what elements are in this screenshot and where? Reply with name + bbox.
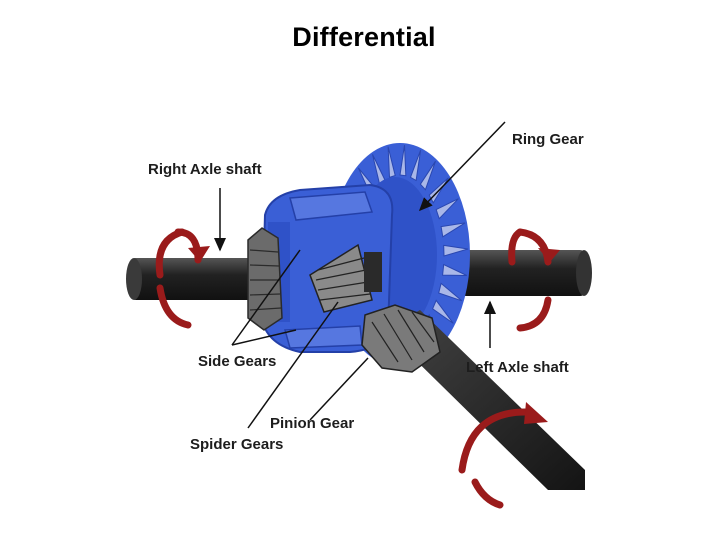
label-left-axle-shaft: Left Axle shaft <box>466 359 569 376</box>
side-gear-left <box>247 227 283 331</box>
ring-gear-tooth <box>409 150 422 182</box>
label-side-gears: Side Gears <box>198 353 276 370</box>
page-title: Differential <box>292 22 436 52</box>
ring-gear-tooth <box>431 299 454 324</box>
rotation-arrow-right-axle <box>155 228 210 329</box>
ring-gear-tooth <box>443 244 469 257</box>
ring-gear-tooth <box>442 263 468 276</box>
pointer-pinion-gear <box>309 357 369 421</box>
pointer-side-gear-b <box>231 329 297 346</box>
pointer-ring-gear <box>418 121 506 212</box>
ring-gear-tooth <box>419 160 436 191</box>
spider-gear <box>309 243 382 313</box>
ring-gear-tooth <box>387 146 396 178</box>
label-pinion-gear: Pinion Gear <box>270 415 354 432</box>
ring-gear-tooth <box>399 145 407 177</box>
right-axle-shaft <box>126 258 280 300</box>
ring-gear-tooth <box>435 198 459 220</box>
rotation-arrow-pinion <box>458 402 548 509</box>
ring-gear-tooth <box>440 222 466 238</box>
rotation-arrow-left-axle <box>508 228 560 332</box>
label-spider-gears: Spider Gears <box>190 436 283 453</box>
ring-gear-tooth <box>438 282 463 302</box>
label-ring-gear: Ring Gear <box>512 131 584 148</box>
left-axle-shaft <box>460 250 592 296</box>
pinion-gear <box>361 304 441 373</box>
pointer-side-gear-a <box>231 249 301 346</box>
pointer-spider-gears <box>247 301 339 429</box>
label-right-axle-shaft: Right Axle shaft <box>148 161 262 178</box>
pointer-lines <box>214 121 506 429</box>
